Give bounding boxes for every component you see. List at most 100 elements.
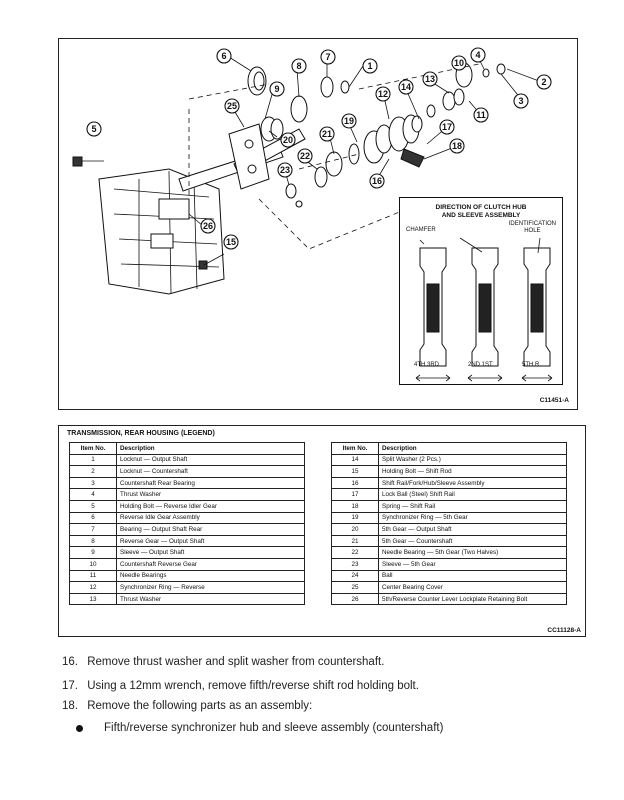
callout-5: 5 — [86, 121, 102, 137]
step-16: 16. Remove thrust washer and split washe… — [62, 656, 384, 668]
item-number: 11 — [69, 569, 117, 583]
item-description: Synchronizer Ring — Reverse — [116, 581, 305, 594]
inset-position-2: 2ND 1ST — [468, 362, 493, 368]
item-number: 5 — [69, 499, 117, 513]
gear-set — [247, 62, 506, 199]
item-description: Reverse Gear — Output Shaft — [116, 534, 305, 548]
item-description: Locknut — Output Shaft — [116, 453, 305, 467]
svg-text:16: 16 — [372, 176, 382, 186]
item-number: 14 — [331, 453, 379, 467]
item-number: 2 — [69, 465, 117, 478]
callout-8: 8 — [291, 58, 307, 74]
legend-code: CC11128-A — [547, 627, 581, 634]
step-number: 18. — [62, 700, 78, 712]
callout-26: 26 — [200, 218, 216, 234]
identification-hole-label: IDENTIFICATION HOLE — [508, 221, 556, 234]
svg-text:3: 3 — [518, 96, 523, 106]
bullet-text: Fifth/reverse synchronizer hub and sleev… — [104, 722, 444, 734]
chamfer-label: CHAMFER — [406, 227, 436, 233]
step-text: Remove the following parts as an assembl… — [87, 700, 313, 712]
diagram-drawing: 1 2 3 4 5 6 7 8 9 10 11 12 13 14 15 16 1… — [72, 47, 552, 295]
callout-10: 10 — [451, 55, 467, 71]
step-text: Using a 12mm wrench, remove fifth/revers… — [87, 680, 419, 692]
clutch-hub-inset: DIRECTION OF CLUTCH HUB AND SLEEVE ASSEM… — [399, 197, 563, 385]
item-description: Countershaft Reverse Gear — [116, 557, 305, 571]
callout-18: 18 — [449, 138, 465, 154]
svg-text:7: 7 — [325, 52, 330, 62]
item-number: 17 — [331, 488, 379, 501]
legend-title: TRANSMISSION, REAR HOUSING (LEGEND) — [67, 430, 215, 437]
item-number: 3 — [69, 476, 117, 490]
item-number: 26 — [331, 592, 379, 606]
step-17: 17. Using a 12mm wrench, remove fifth/re… — [62, 680, 419, 692]
item-number: 6 — [69, 511, 117, 525]
holding-bolt-5 — [72, 156, 104, 167]
callout-22: 22 — [297, 148, 313, 164]
item-number: 22 — [331, 546, 379, 559]
inset-position-3: 5TH R — [522, 362, 540, 368]
svg-text:21: 21 — [322, 129, 332, 139]
callout-13: 13 — [422, 71, 438, 87]
item-description: Split Washer (2 Pcs.) — [378, 453, 567, 467]
callout-2: 2 — [536, 74, 552, 90]
item-description: Shift Rail/Fork/Hub/Sleeve Assembly — [378, 476, 567, 490]
item-number: 1 — [69, 453, 117, 467]
svg-text:12: 12 — [378, 89, 388, 99]
svg-text:5: 5 — [91, 124, 96, 134]
item-description: Sleeve — 5th Gear — [378, 557, 567, 571]
inset-position-1: 4TH 3RD — [414, 362, 440, 368]
svg-text:14: 14 — [401, 82, 411, 92]
svg-text:20: 20 — [283, 135, 293, 145]
callout-21: 21 — [319, 126, 335, 142]
callout-24 — [295, 200, 303, 208]
item-description: Holding Bolt — Reverse Idler Gear — [116, 499, 305, 513]
svg-text:4: 4 — [475, 50, 480, 60]
transmission-housing — [98, 168, 225, 295]
hub-sleeve-drawing — [415, 237, 553, 382]
callout-12: 12 — [375, 86, 391, 102]
svg-text:8: 8 — [296, 61, 301, 71]
item-description: Spring — Shift Rail — [378, 499, 567, 513]
callout-11: 11 — [473, 107, 489, 123]
legend-box: TRANSMISSION, REAR HOUSING (LEGEND) Item… — [58, 425, 586, 637]
exploded-diagram: 1 2 3 4 5 6 7 8 9 10 11 12 13 14 15 16 1… — [58, 38, 578, 410]
item-number: 20 — [331, 523, 379, 536]
item-description: Center Bearing Cover — [378, 581, 567, 594]
item-number: 9 — [69, 546, 117, 559]
step-text: Remove thrust washer and split washer fr… — [87, 656, 385, 668]
item-number: 15 — [331, 465, 379, 478]
callout-4: 4 — [470, 47, 486, 63]
item-number: 21 — [331, 534, 379, 548]
inset-title: DIRECTION OF CLUTCH HUB AND SLEEVE ASSEM… — [435, 204, 527, 219]
callout-6: 6 — [216, 48, 232, 64]
item-number: 7 — [69, 523, 117, 536]
callout-14: 14 — [398, 79, 414, 95]
item-number: 8 — [69, 534, 117, 548]
svg-text:22: 22 — [300, 151, 310, 161]
item-description: Thrust Washer — [116, 488, 305, 501]
svg-text:19: 19 — [344, 116, 354, 126]
bullet-icon — [76, 725, 83, 732]
